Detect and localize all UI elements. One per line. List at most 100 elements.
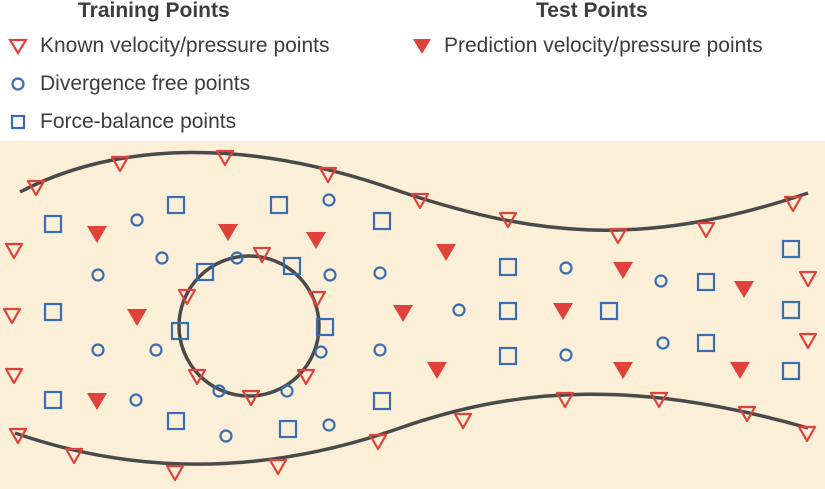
cylinder-obstacle [177,254,321,398]
divergence-point-marker [219,429,233,443]
known-point-marker [26,179,46,197]
known-point-marker [797,425,817,443]
divergence-point-marker [129,393,143,407]
prediction-point-marker [613,262,633,279]
force-point-marker [781,300,801,320]
force-point-marker [282,256,302,276]
divergence-point-marker [452,303,466,317]
known-point-marker [318,166,338,184]
open-square-icon [10,114,26,130]
force-point-marker [166,195,186,215]
legend-known-label: Known velocity/pressure points [40,34,330,57]
force-point-marker [599,301,619,321]
divergence-point-marker [280,384,294,398]
prediction-point-marker [553,303,573,320]
legend-force-label: Force-balance points [40,110,237,133]
force-point-marker [372,391,392,411]
known-point-marker [453,412,473,430]
prediction-point-marker [393,305,413,322]
force-point-marker [166,411,186,431]
known-point-marker [187,368,207,386]
legend-prediction-label: Prediction velocity/pressure points [444,34,763,57]
training-points-title: Training Points [78,0,230,22]
prediction-point-marker [734,281,754,298]
prediction-point-marker [427,362,447,379]
known-point-marker [608,227,628,245]
legend-divergence-label: Divergence free points [40,72,251,95]
force-point-marker [498,257,518,277]
bottom-wall-curve [14,392,809,466]
divergence-point-marker [91,268,105,282]
divergence-point-marker [323,268,337,282]
divergence-point-marker [654,274,668,288]
divergence-point-marker [322,418,336,432]
flow-domain-diagram [0,141,825,489]
known-point-marker [215,149,235,167]
known-point-marker [177,288,197,306]
divergence-point-marker [91,343,105,357]
legend: Training Points Test Points Known veloci… [0,0,825,140]
known-point-marker [4,242,24,260]
prediction-point-marker [127,309,147,326]
known-point-marker [110,155,130,173]
known-point-marker [368,433,388,451]
known-point-marker [4,367,24,385]
known-point-marker [555,391,575,409]
prediction-point-marker [436,244,456,261]
divergence-point-marker [373,343,387,357]
test-points-title: Test Points [536,0,648,22]
known-point-marker [498,211,518,229]
force-point-marker [372,211,392,231]
known-point-marker [649,391,669,409]
known-point-marker [798,332,818,350]
force-point-marker [170,321,190,341]
divergence-point-marker [559,348,573,362]
prediction-point-marker [613,362,633,379]
force-point-marker [43,302,63,322]
divergence-point-marker [155,251,169,265]
known-point-marker [64,447,84,465]
force-point-marker [498,301,518,321]
divergence-point-marker [149,343,163,357]
divergence-point-marker [373,266,387,280]
legend-known-row: Known velocity/pressure points [8,34,329,58]
prediction-point-marker [87,226,107,243]
legend-force-row: Force-balance points [8,110,236,134]
known-point-marker [307,290,327,308]
known-point-marker [268,458,288,476]
divergence-point-marker [230,251,244,265]
divergence-point-marker [212,384,226,398]
open-triangle-down-icon [8,38,28,56]
known-point-marker [8,427,28,445]
known-point-marker [783,195,803,213]
marker-layer [2,149,818,482]
force-point-marker [43,214,63,234]
legend-prediction-row: Prediction velocity/pressure points [412,34,763,58]
divergence-point-marker [130,213,144,227]
prediction-point-marker [306,232,326,249]
divergence-point-marker [559,261,573,275]
known-point-marker [241,389,261,407]
force-point-marker [696,272,716,292]
force-point-marker [696,333,716,353]
force-point-marker [269,195,289,215]
known-point-marker [696,221,716,239]
known-point-marker [737,405,757,423]
divergence-point-marker [656,336,670,350]
prediction-point-marker [730,362,750,379]
force-point-marker [781,239,801,259]
known-point-marker [296,368,316,386]
known-point-marker [165,464,185,482]
force-point-marker [195,262,215,282]
divergence-point-marker [314,345,328,359]
known-point-marker [410,192,430,210]
divergence-point-marker [322,193,336,207]
known-point-marker [252,246,272,264]
prediction-point-marker [87,393,107,410]
legend-divergence-row: Divergence free points [8,72,250,96]
force-point-marker [498,346,518,366]
known-point-marker [2,307,22,325]
prediction-point-marker [218,224,238,241]
force-point-marker [781,361,801,381]
force-point-marker [278,419,298,439]
